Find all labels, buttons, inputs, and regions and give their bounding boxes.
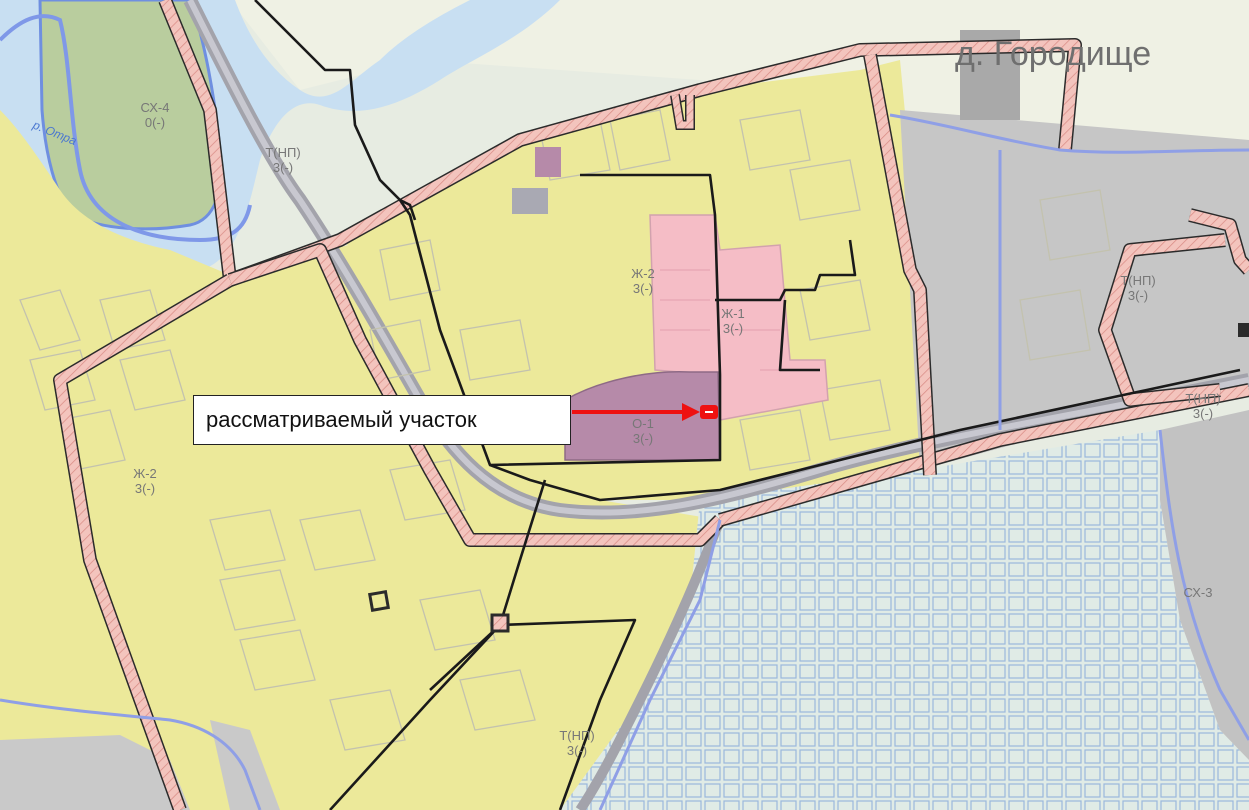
settlement-name: д. Городище [955, 35, 1151, 73]
zone-label-code: О-1 [632, 416, 654, 431]
zone-label-sub: 3(-) [135, 481, 155, 496]
zone-label-sub: 3(-) [633, 281, 653, 296]
zone-label-code: Т(НП) [265, 145, 300, 160]
small-object-marker [367, 589, 391, 613]
secondary-road-south [575, 518, 725, 810]
zone-label-sub: 3(-) [273, 160, 293, 175]
zone-label-code: СХ-4 [141, 100, 170, 115]
zone-label-code: Т(НП) [559, 728, 594, 743]
zone-label-code: Т(НП) [1185, 391, 1220, 406]
zone-label-code: Ж-2 [133, 466, 157, 481]
zone-label-code: Ж-2 [631, 266, 655, 281]
grey-strip-south [210, 720, 280, 810]
callout-box: рассматриваемый участок [193, 395, 571, 445]
zone-label-sub: 3(-) [1128, 288, 1148, 303]
grey-corner-south-west [0, 735, 190, 810]
zone-label-sub: 3(-) [633, 431, 653, 446]
zone-label-sub: 3(-) [567, 743, 587, 758]
public-building-north [535, 147, 561, 177]
industrial-zone-east [900, 110, 1249, 470]
cadastral-parcels [19, 109, 1111, 751]
zone-label-code: СХ-3 [1184, 585, 1213, 600]
zone-label-code: Т(НП) [1120, 273, 1155, 288]
target-pointer [572, 403, 718, 421]
survey-lines [254, 0, 1241, 810]
garden-plots-grid [560, 430, 1249, 810]
small-boundary-marker [490, 613, 510, 633]
zone-label-sub: 3(-) [1193, 406, 1213, 421]
settlement-boundary [53, 0, 1249, 810]
grey-zone-sx3 [1160, 410, 1249, 760]
forest-zone-sx4 [38, 0, 223, 231]
river-channel [0, 14, 252, 243]
pointer-arrow-head [682, 403, 700, 421]
public-zone-o1 [564, 370, 721, 461]
zone-boundary-lines [0, 113, 1249, 810]
residential-zone-west [0, 110, 720, 810]
zone-label-code: Ж-1 [721, 306, 745, 321]
main-road-inner [187, 0, 1249, 516]
grey-building-north [512, 188, 548, 214]
zone-labels: СХ-4 0(-) Т(НП) 3(-) Ж-2 3(-) Ж-1 3(-) О… [133, 100, 1220, 758]
zone-label-sub: 0(-) [145, 115, 165, 130]
zone-label-sub: 3(-) [723, 321, 743, 336]
callout-label: рассматриваемый участок [206, 407, 477, 432]
